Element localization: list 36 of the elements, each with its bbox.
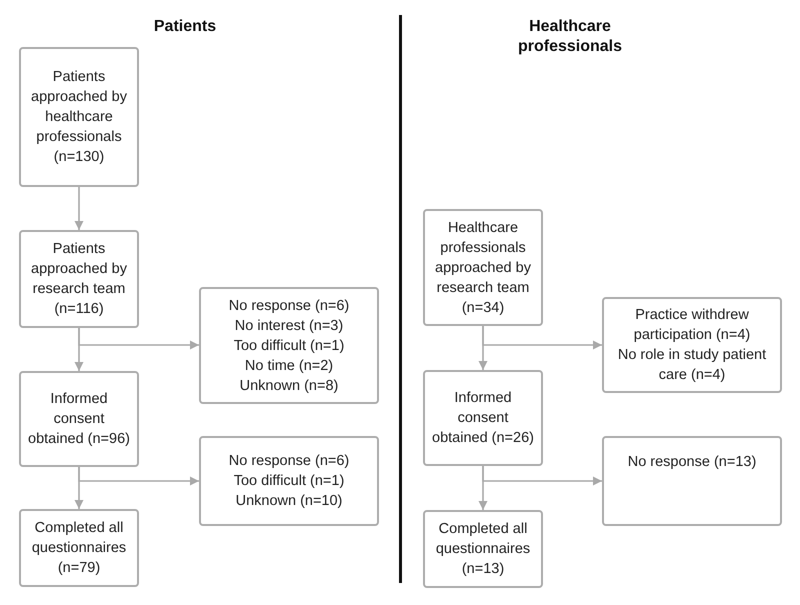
process-box <box>19 47 139 187</box>
box-text: Patients approached by research team (n=116) <box>30 240 128 319</box>
box-text: Unknown (n=10) <box>236 492 342 511</box>
box-text: Completed all questionnaires (n=79) <box>30 519 128 578</box>
box-text: No response (n=6) <box>228 296 350 316</box>
process-box <box>423 370 543 466</box>
process-box <box>199 287 379 404</box>
box-text: Informed consent obtained (n=96) <box>27 390 131 449</box>
box-text: Unknown (n=8) <box>240 376 338 396</box>
process-box <box>602 297 782 393</box>
box-text: No time (n=2) <box>244 356 334 376</box>
arrow <box>74 187 84 230</box>
process-box <box>423 209 543 326</box>
box-text: Patients approached by healthcare professionals (n=130) <box>30 68 128 167</box>
process-box <box>199 436 379 526</box>
column-heading: Patients <box>152 17 218 37</box>
box-text: Practice withdrew participation (n=4) <box>632 306 752 345</box>
box-text: Completed all questionnaires (n=13) <box>434 520 532 579</box>
arrow <box>78 467 199 486</box>
box-text: Informed consent obtained (n=26) <box>431 389 535 448</box>
process-box <box>19 509 139 587</box>
process-box <box>602 436 782 526</box>
box-text: No interest (n=3) <box>234 316 344 336</box>
column-heading: Healthcare professionals <box>516 17 624 57</box>
arrow <box>482 466 602 486</box>
process-box <box>19 230 139 328</box>
process-box <box>19 371 139 467</box>
box-text: Too difficult (n=1) <box>234 336 344 356</box>
box-text: No response (n=6) <box>228 452 350 471</box>
box-text: Healthcare professionals approached by research team (n=34) <box>434 218 532 318</box>
arrow <box>482 326 602 350</box>
arrow <box>78 328 199 350</box>
process-box <box>423 510 543 588</box>
box-text: No response (n=13) <box>628 453 756 472</box>
box-text: No role in study patient care (n=4) <box>616 346 768 385</box>
box-text: Too difficult (n=1) <box>234 472 344 491</box>
